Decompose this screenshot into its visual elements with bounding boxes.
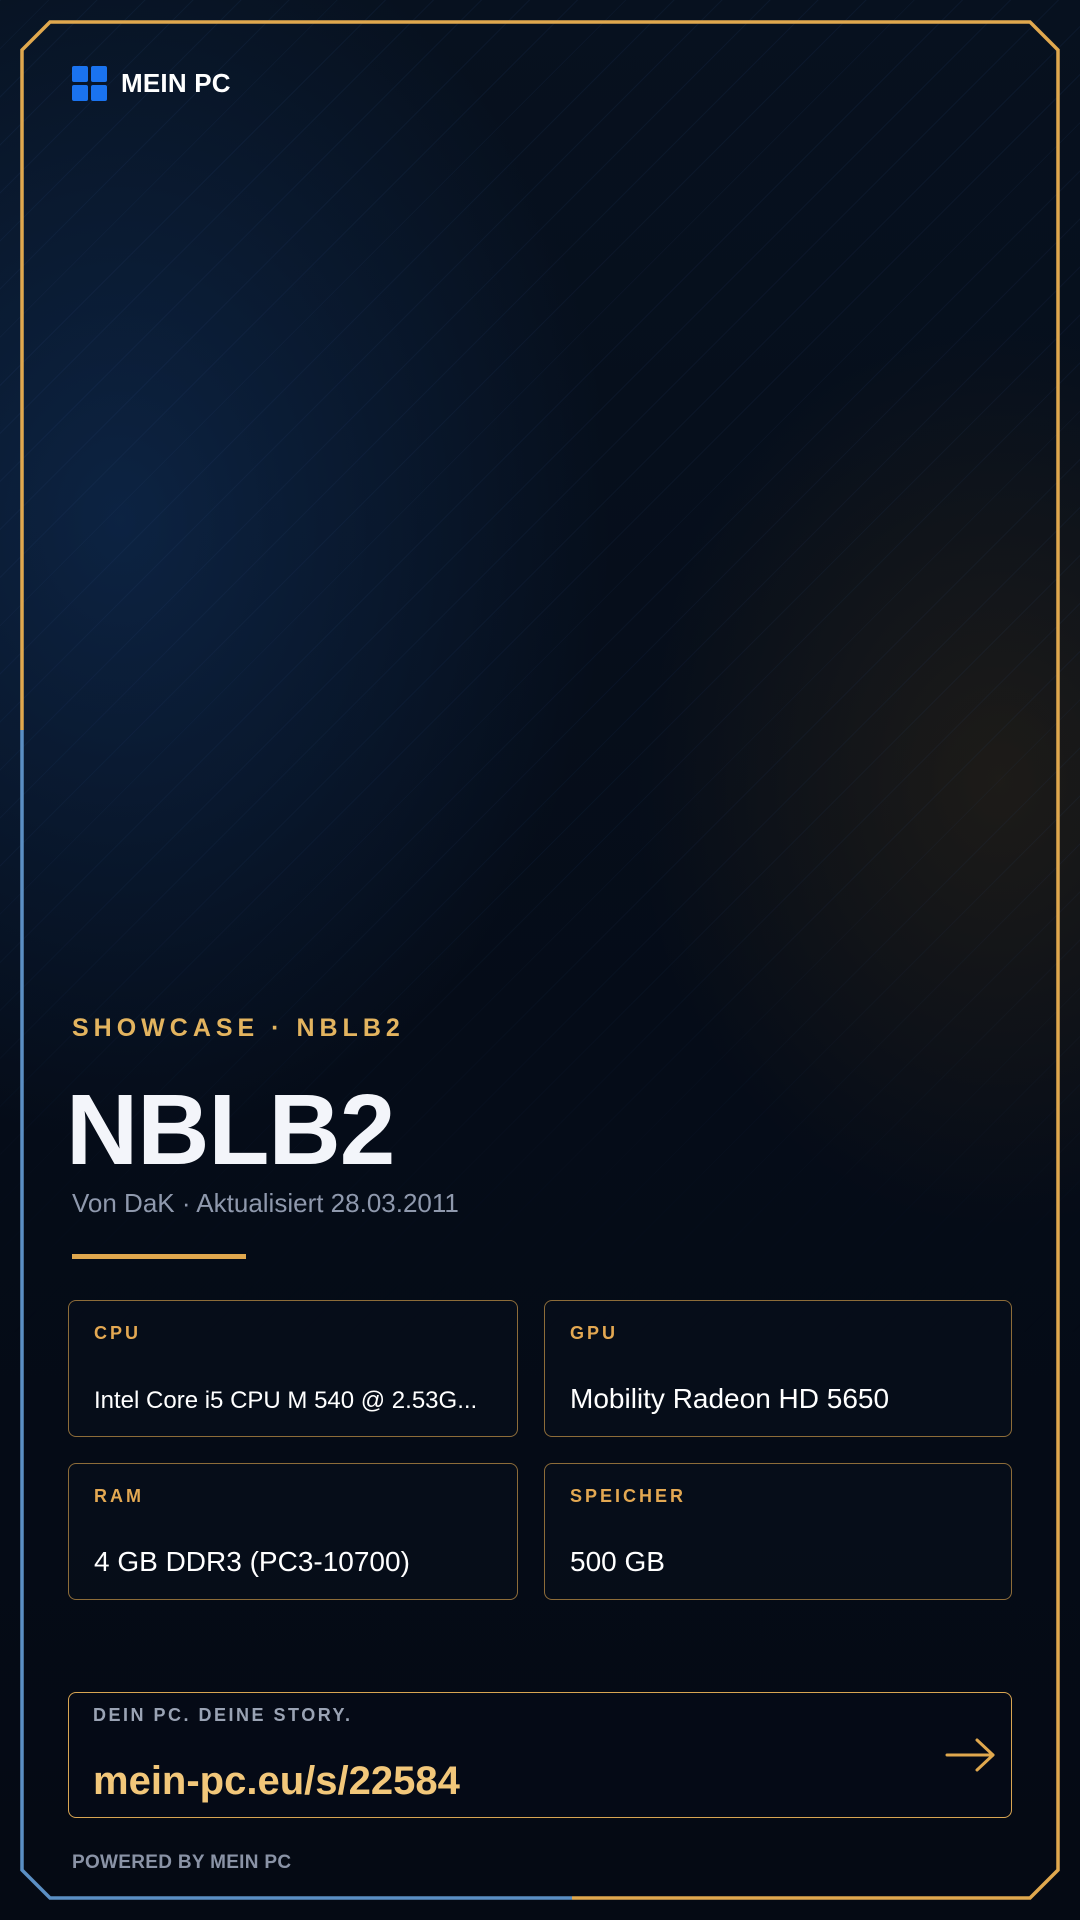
brand[interactable]: MEIN PC [72,66,231,101]
spec-label: RAM [94,1486,144,1506]
arrow-right-icon[interactable] [945,1737,997,1773]
frame-border-gold [20,20,1060,1900]
spec-card-ram: RAM 4 GB DDR3 (PC3-10700) [68,1463,518,1600]
spec-label: CPU [94,1323,142,1343]
spec-value: Intel Core i5 CPU M 540 @ 2.53G... [94,1387,478,1414]
spec-value: 4 GB DDR3 (PC3-10700) [94,1546,410,1577]
spec-value: 500 GB [570,1546,665,1577]
frame-border-blue [20,730,572,1900]
showcase-kicker: SHOWCASE · NBLB2 [72,1014,405,1042]
spec-card-cpu: CPU Intel Core i5 CPU M 540 @ 2.53G... [68,1300,518,1437]
share-url[interactable]: mein-pc.eu/s/22584 [93,1759,460,1803]
spec-card-gpu: GPU Mobility Radeon HD 5650 [544,1300,1012,1437]
powered-by-footer: POWERED BY MEIN PC [72,1852,292,1873]
spec-label: GPU [570,1323,619,1343]
cta-tagline: DEIN PC. DEINE STORY. [93,1705,353,1725]
spec-card-storage: SPEICHER 500 GB [544,1463,1012,1600]
page-title: NBLB2 [66,1074,395,1186]
windows-logo-icon [72,66,107,101]
author-meta: Von DaK · Aktualisiert 28.03.2011 [72,1188,459,1218]
accent-divider [72,1254,246,1259]
brand-name: MEIN PC [121,68,231,98]
spec-label: SPEICHER [570,1486,687,1506]
spec-value: Mobility Radeon HD 5650 [570,1383,890,1414]
share-link-button[interactable]: DEIN PC. DEINE STORY. mein-pc.eu/s/22584 [68,1692,1012,1818]
